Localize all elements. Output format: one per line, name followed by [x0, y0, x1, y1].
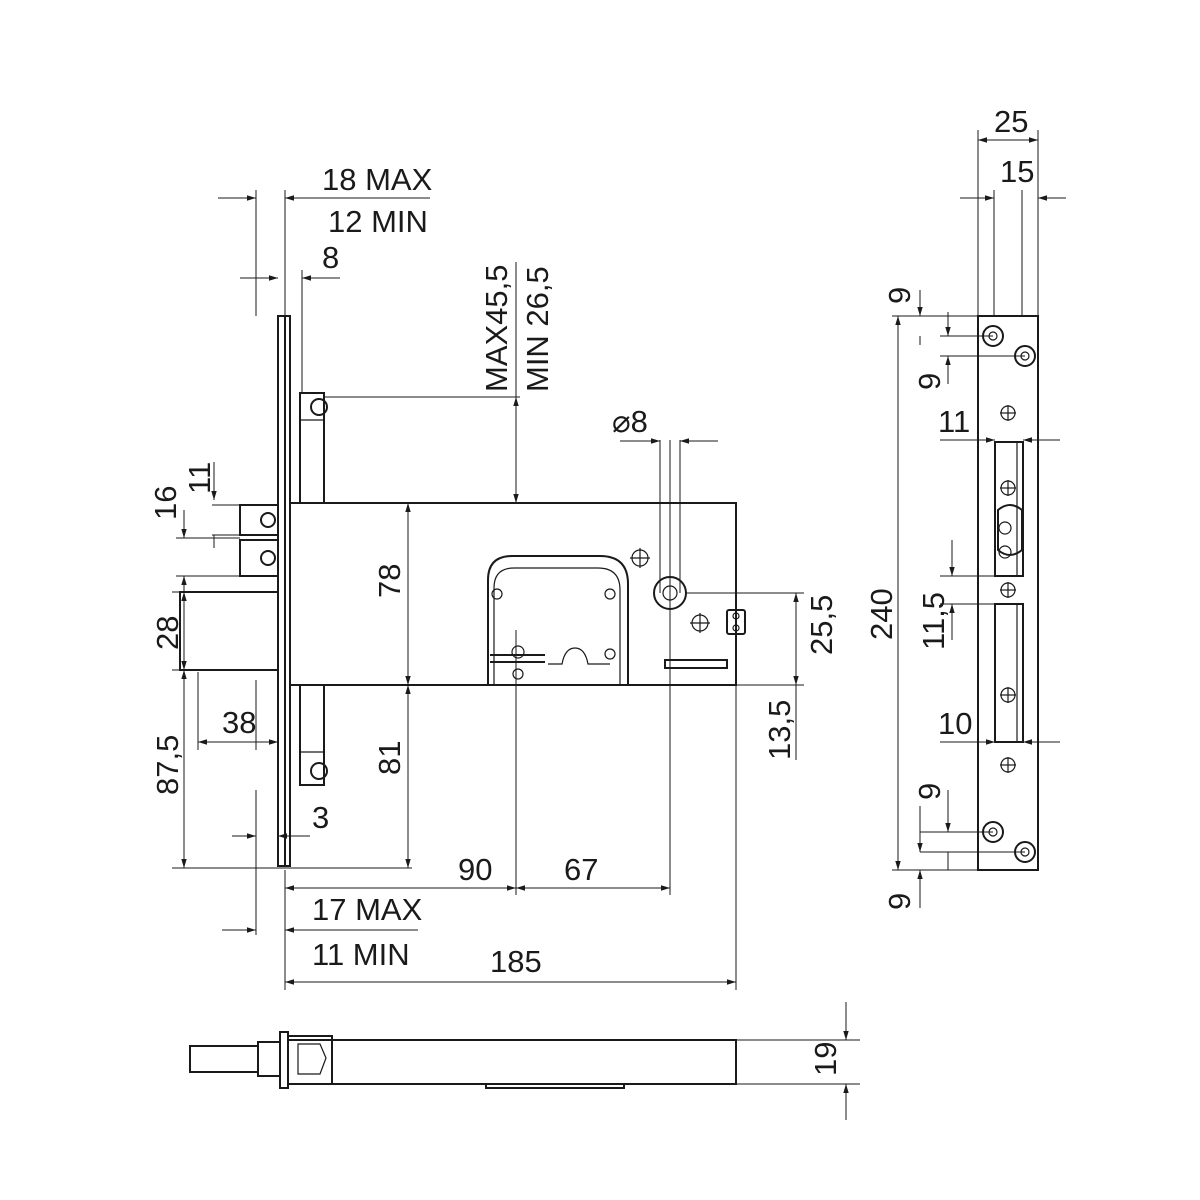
dim-strike-25: 25 — [994, 104, 1028, 139]
dim-13-5: 13,5 — [762, 700, 797, 760]
dim-diameter-8: ⌀8 — [612, 404, 648, 439]
dim-11: 11 — [182, 462, 217, 494]
dim-17-max: 17 MAX — [312, 892, 423, 927]
dim-max45-5: MAX45,5 — [479, 264, 514, 392]
deadbolt — [179, 591, 279, 671]
bottom-case — [287, 1039, 737, 1085]
dim-28: 28 — [150, 616, 185, 650]
upper-rod-pin — [310, 398, 328, 416]
dim-185: 185 — [490, 944, 542, 979]
dim-strike-11-5: 11,5 — [916, 592, 951, 650]
strike-plate-view — [977, 315, 1039, 871]
dim-25-5: 25,5 — [804, 595, 839, 655]
dim-8: 8 — [322, 240, 339, 275]
dim-38: 38 — [222, 705, 256, 740]
bottom-dimensions: 19 — [736, 1002, 860, 1120]
lock-bottom-view — [189, 1031, 737, 1089]
dim-67: 67 — [564, 852, 598, 887]
dim-19: 19 — [808, 1042, 843, 1076]
dim-78: 78 — [372, 564, 407, 598]
dim-strike-9-top-b: 9 — [912, 373, 947, 390]
dim-81: 81 — [372, 741, 407, 775]
dim-18-max: 18 MAX — [322, 162, 433, 197]
upper-rod-housing — [299, 392, 325, 504]
dim-strike-9-top-a: 9 — [882, 287, 917, 304]
dim-min26-5: MIN 26,5 — [520, 266, 555, 392]
dim-11-min: 11 MIN — [312, 937, 410, 972]
dim-90: 90 — [458, 852, 492, 887]
dim-87-5: 87,5 — [150, 735, 185, 795]
dim-strike-240: 240 — [864, 588, 899, 640]
lock-case — [289, 502, 737, 686]
latch-lower — [239, 539, 279, 577]
lower-rod-pin — [310, 762, 328, 780]
dim-12-min: 12 MIN — [328, 204, 428, 239]
cylinder-cutout — [487, 555, 629, 684]
dim-strike-10: 10 — [938, 706, 972, 741]
dim-strike-9-bot-b: 9 — [882, 893, 917, 910]
dim-3: 3 — [312, 800, 329, 835]
lower-rod-housing — [299, 684, 325, 786]
dim-strike-11: 11 — [938, 404, 970, 439]
dim-16: 16 — [148, 486, 183, 520]
dim-strike-15: 15 — [1000, 154, 1034, 189]
dim-strike-9-bot-a: 9 — [912, 783, 947, 800]
strike-dimensions: 25 15 9 9 11 240 11,5 10 — [864, 104, 1066, 910]
latch — [239, 504, 279, 536]
front-dimensions: 18 MAX 12 MIN 8 MAX45,5 MIN 26,5 ⌀8 11 1… — [148, 162, 839, 990]
strike-plate — [977, 315, 1039, 871]
lock-front-view — [179, 315, 746, 895]
